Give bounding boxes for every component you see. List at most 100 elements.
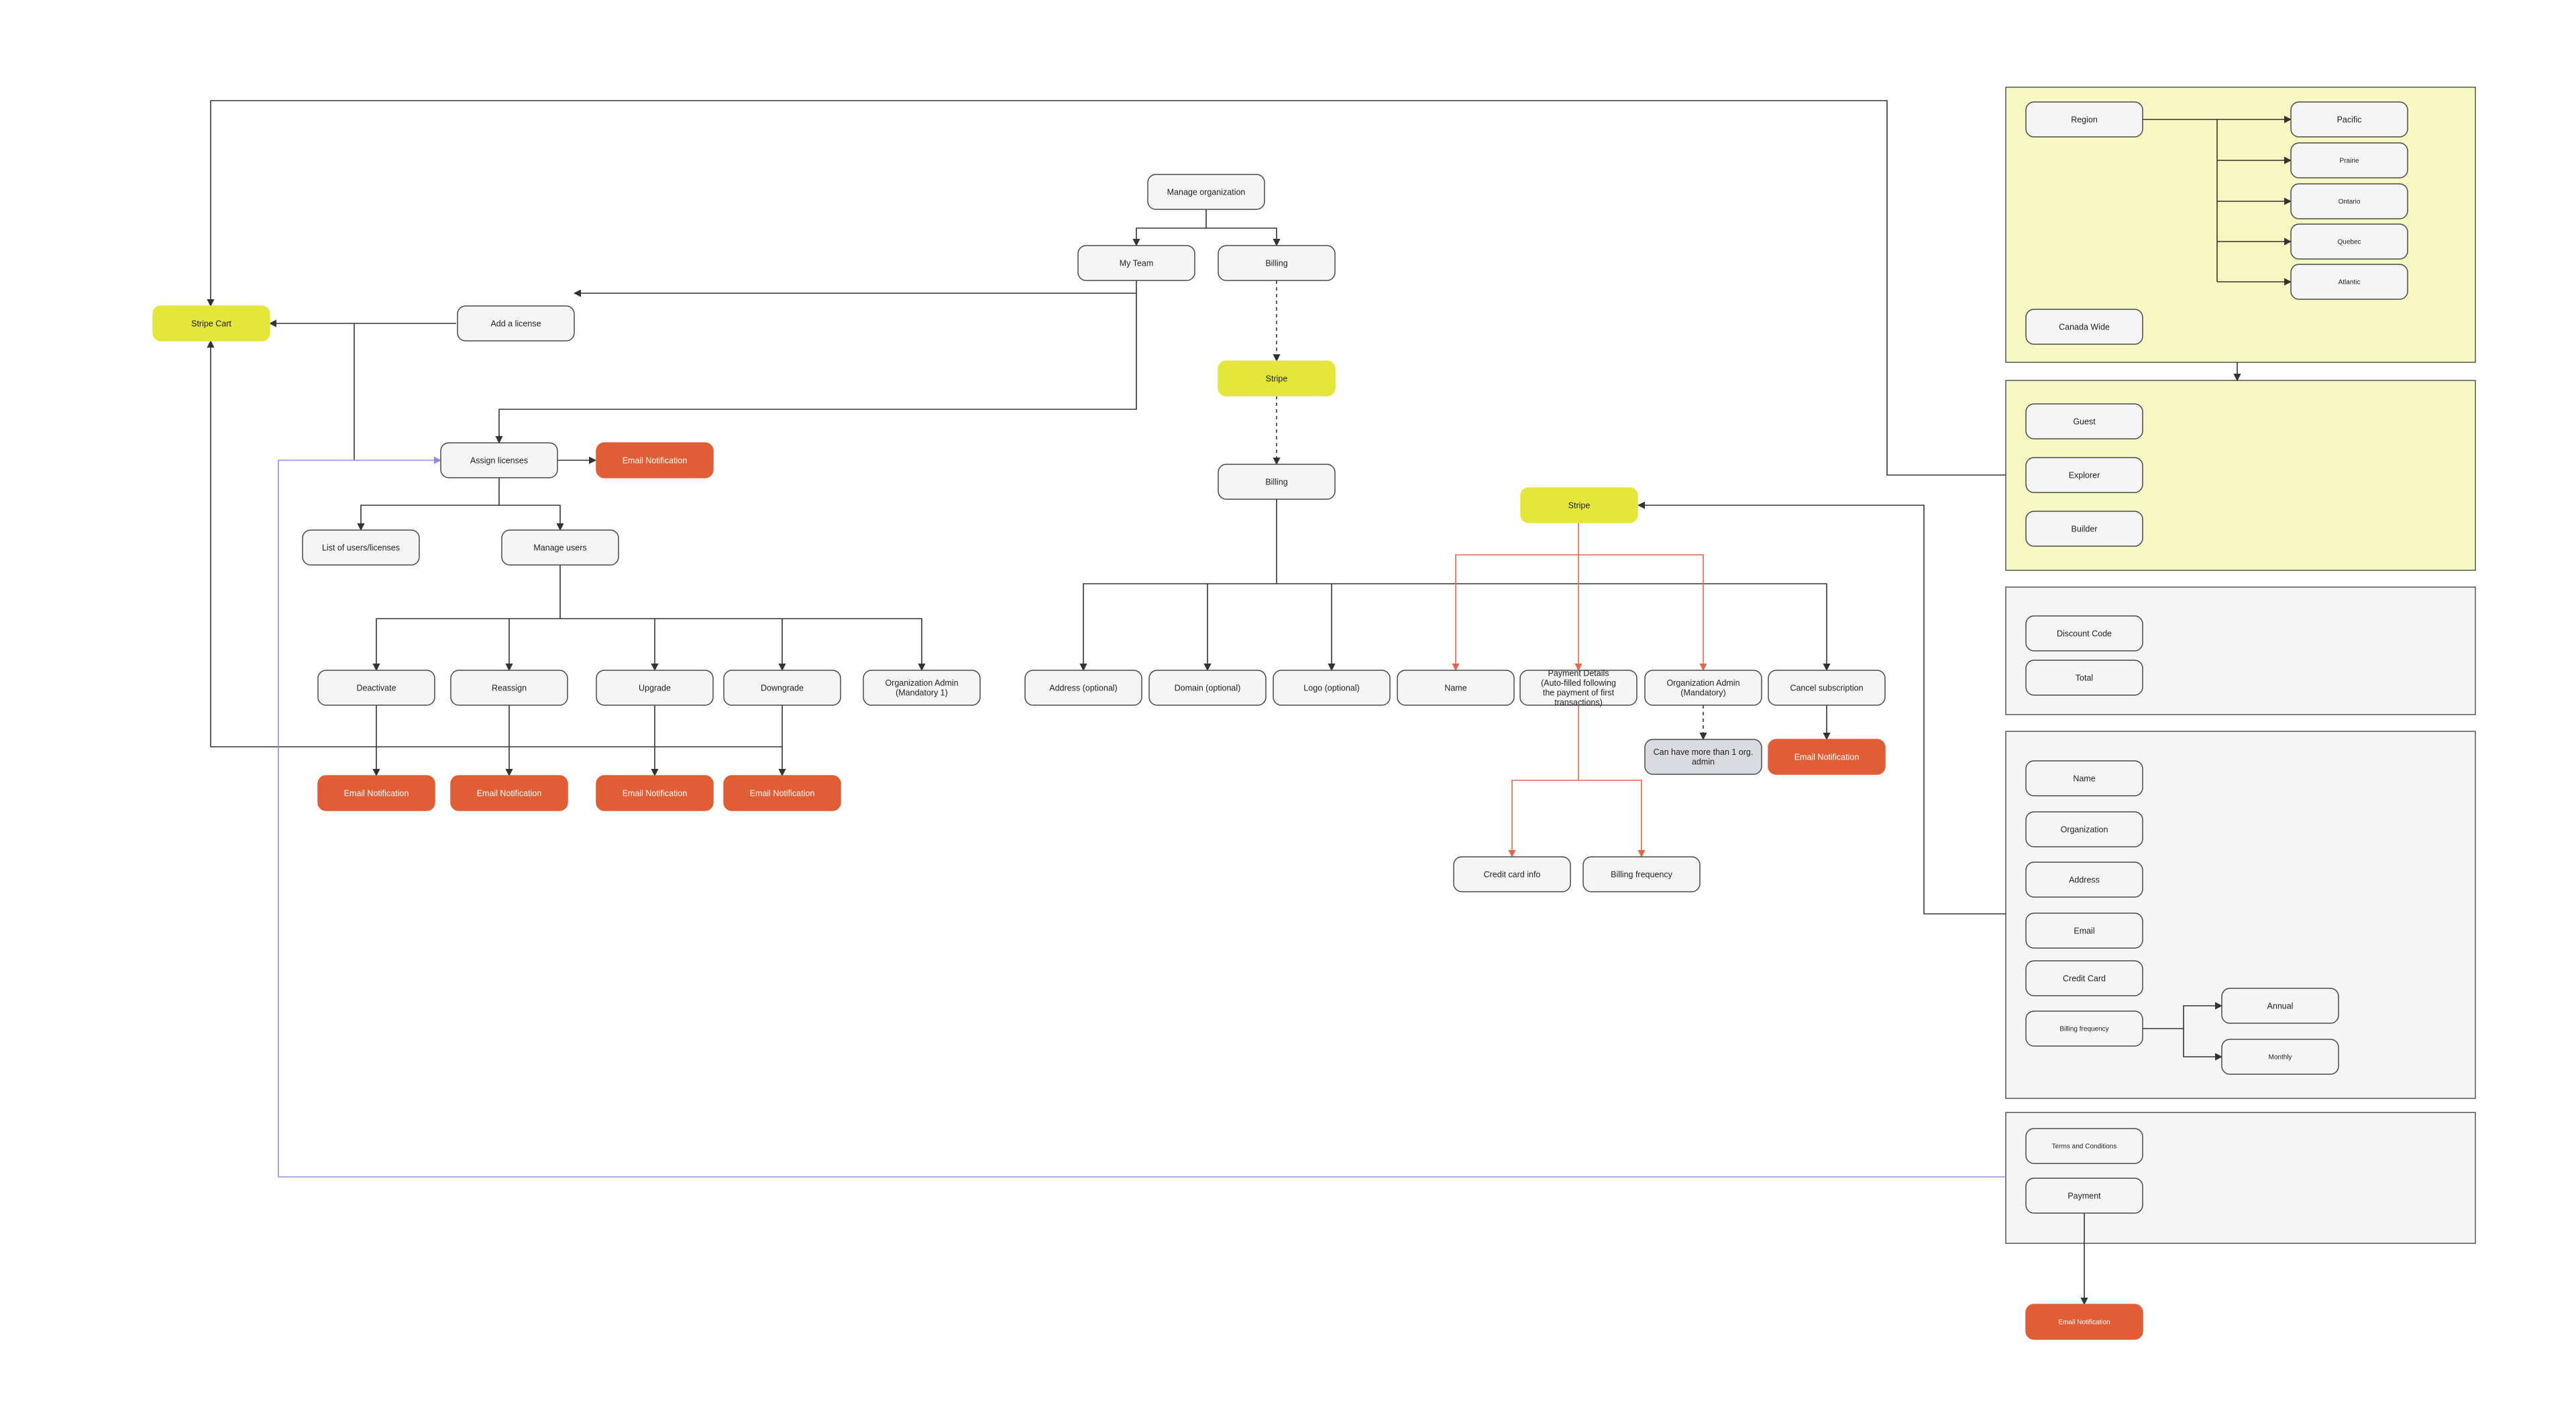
node-label: Payment: [2068, 1191, 2101, 1200]
node-box: [317, 670, 435, 706]
node-box: [863, 670, 981, 706]
node-monthly[interactable]: Monthly: [2221, 1039, 2339, 1075]
node-label: Annual: [2267, 1001, 2294, 1010]
node-box: [2290, 223, 2408, 260]
node-discount-code[interactable]: Discount Code: [2025, 615, 2143, 652]
node-box: [1582, 856, 1701, 892]
node-label: Cancel subscription: [1790, 683, 1863, 692]
node-credit-card-info[interactable]: Credit card info: [1453, 856, 1571, 892]
node-my-team[interactable]: My Team: [1077, 245, 1195, 281]
node-billing-freq-form[interactable]: Billing frequency: [2025, 1010, 2143, 1047]
node-label: Manage organization: [1167, 187, 1246, 197]
node-reassign[interactable]: Reassign: [450, 670, 568, 706]
node-email-reassign[interactable]: Email Notification: [450, 775, 568, 811]
node-cancel-sub[interactable]: Cancel subscription: [1768, 670, 1886, 706]
node-assign-licenses[interactable]: Assign licenses: [440, 442, 558, 478]
node-box: [2025, 1304, 2143, 1340]
node-box: [2025, 101, 2143, 138]
node-email-upgrade[interactable]: Email Notification: [596, 775, 714, 811]
node-logo-opt[interactable]: Logo (optional): [1273, 670, 1391, 706]
node-box: [2025, 1128, 2143, 1164]
node-billing-freq-main[interactable]: Billing frequency: [1582, 856, 1701, 892]
node-atlantic[interactable]: Atlantic: [2290, 264, 2408, 300]
node-region[interactable]: Region: [2025, 101, 2143, 138]
node-credit-card[interactable]: Credit Card: [2025, 960, 2143, 996]
node-label: Billing: [1265, 477, 1287, 486]
node-stripe-right[interactable]: Stripe: [1520, 487, 1638, 523]
node-pacific[interactable]: Pacific: [2290, 101, 2408, 138]
node-annual[interactable]: Annual: [2221, 988, 2339, 1024]
node-upgrade[interactable]: Upgrade: [596, 670, 714, 706]
node-add-license[interactable]: Add a license: [457, 305, 575, 342]
node-organization[interactable]: Organization: [2025, 811, 2143, 847]
node-label: Billing frequency: [1611, 870, 1672, 879]
node-box: [1024, 670, 1142, 706]
node-label: Upgrade: [639, 683, 671, 692]
node-box: [2025, 403, 2143, 439]
node-list-users[interactable]: List of users/licenses: [302, 529, 420, 566]
node-label: Add a license: [490, 319, 541, 328]
node-name-form[interactable]: Name: [2025, 760, 2143, 796]
node-label: Explorer: [2069, 470, 2100, 480]
node-billing-mid[interactable]: Billing: [1218, 464, 1336, 500]
node-name-billing[interactable]: Name: [1397, 670, 1515, 706]
node-box: [450, 775, 568, 811]
node-label: Organization Admin(Mandatory 1): [885, 678, 958, 698]
connectors: [207, 100, 2292, 1306]
node-payment[interactable]: Payment: [2025, 1178, 2143, 1214]
node-email-assign[interactable]: Email Notification: [596, 442, 714, 478]
node-label: Email Notification: [477, 788, 542, 798]
node-box: [2290, 142, 2408, 178]
node-address[interactable]: Address: [2025, 862, 2143, 898]
node-downgrade[interactable]: Downgrade: [723, 670, 841, 706]
node-email-payment[interactable]: Email Notification: [2025, 1304, 2143, 1340]
node-total[interactable]: Total: [2025, 660, 2143, 696]
node-stripe-cart[interactable]: Stripe Cart: [152, 305, 270, 342]
node-box: [440, 442, 558, 478]
node-label: My Team: [1120, 258, 1153, 268]
node-stripe-mid[interactable]: Stripe: [1218, 360, 1336, 397]
node-email[interactable]: Email: [2025, 913, 2143, 949]
node-label: Email Notification: [623, 456, 688, 465]
node-terms[interactable]: Terms and Conditions: [2025, 1128, 2143, 1164]
node-label: Email: [2074, 926, 2094, 935]
node-box: [2025, 309, 2143, 345]
node-quebec[interactable]: Quebec: [2290, 223, 2408, 260]
node-ontario[interactable]: Ontario: [2290, 183, 2408, 219]
node-org-admin-1[interactable]: Organization Admin(Mandatory 1): [863, 670, 981, 706]
node-label: Guest: [2073, 417, 2096, 426]
node-domain-opt[interactable]: Domain (optional): [1148, 670, 1267, 706]
node-address-opt[interactable]: Address (optional): [1024, 670, 1142, 706]
node-canada-wide[interactable]: Canada Wide: [2025, 309, 2143, 345]
node-guest[interactable]: Guest: [2025, 403, 2143, 439]
node-multi-admin[interactable]: Can have more than 1 org.admin: [1644, 739, 1762, 775]
node-label: Terms and Conditions: [2052, 1143, 2117, 1151]
node-box: [2025, 457, 2143, 493]
node-box: [723, 775, 841, 811]
node-explorer[interactable]: Explorer: [2025, 457, 2143, 493]
node-box: [457, 305, 575, 342]
node-box: [2221, 988, 2339, 1024]
node-label: Builder: [2072, 524, 2098, 533]
node-label: Address: [2069, 875, 2100, 884]
node-org-admin-mand[interactable]: Organization Admin(Mandatory): [1644, 670, 1762, 706]
node-email-cancel[interactable]: Email Notification: [1768, 739, 1886, 775]
node-box: [1218, 360, 1336, 397]
node-manage-org[interactable]: Manage organization: [1147, 174, 1265, 210]
node-email-downgrade[interactable]: Email Notification: [723, 775, 841, 811]
node-manage-users[interactable]: Manage users: [501, 529, 619, 566]
node-box: [1644, 739, 1762, 775]
node-label: Stripe Cart: [191, 319, 231, 328]
node-box: [2290, 101, 2408, 138]
node-box: [1218, 464, 1336, 500]
node-builder[interactable]: Builder: [2025, 511, 2143, 547]
node-box: [596, 670, 714, 706]
node-deactivate[interactable]: Deactivate: [317, 670, 435, 706]
node-prairie[interactable]: Prairie: [2290, 142, 2408, 178]
node-label: Billing: [1265, 258, 1287, 268]
node-label: Credit Card: [2063, 974, 2106, 983]
node-billing-top[interactable]: Billing: [1218, 245, 1336, 281]
node-email-deactivate[interactable]: Email Notification: [317, 775, 435, 811]
